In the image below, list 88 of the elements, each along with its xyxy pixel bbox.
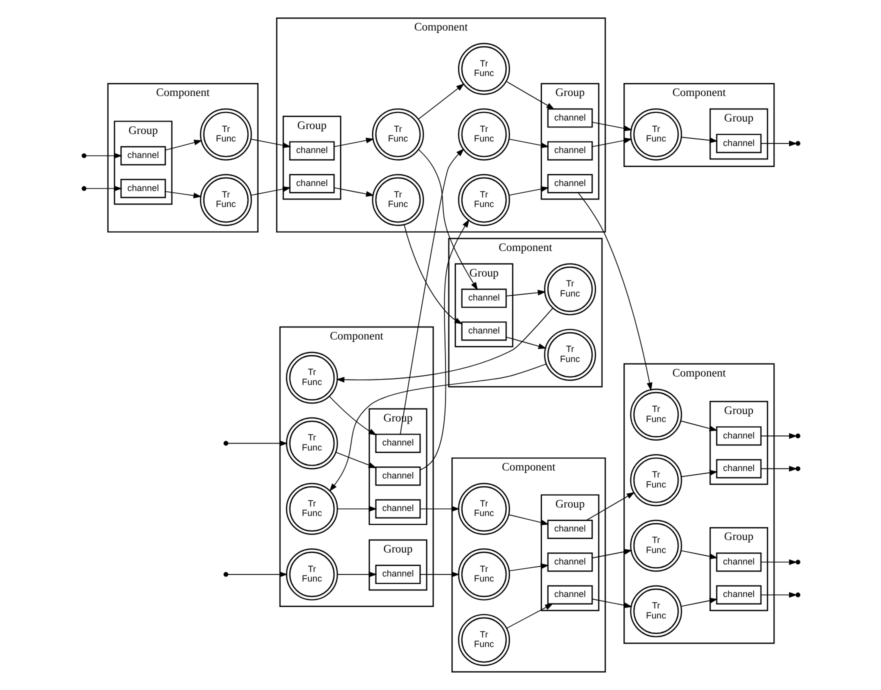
node-box: channel	[460, 288, 506, 308]
node-box: channel	[716, 426, 762, 446]
arrow	[680, 550, 718, 560]
arrow	[399, 148, 464, 435]
arrow	[164, 191, 202, 198]
node-circle: Tr Func	[285, 548, 338, 600]
node-circle: Tr Func	[371, 174, 424, 226]
arrow	[591, 122, 632, 132]
arrow	[250, 186, 291, 196]
arrow	[505, 81, 554, 110]
node-box: channel	[716, 552, 762, 572]
arrow	[506, 603, 553, 629]
node-circle: Tr Func	[458, 174, 510, 226]
arrow	[336, 572, 377, 578]
arrow	[505, 290, 546, 296]
node-circle: Tr Func	[285, 352, 338, 404]
node-box: channel	[716, 585, 762, 605]
arrow	[508, 186, 549, 196]
arrow	[334, 452, 376, 468]
node-box: channel	[120, 146, 166, 166]
arrow	[419, 219, 469, 470]
node-box: channel	[374, 466, 420, 486]
arrow	[164, 140, 202, 151]
arrow	[680, 598, 718, 607]
node-circle: Tr Func	[630, 108, 682, 160]
arrow	[333, 187, 374, 197]
arrow	[419, 506, 460, 512]
node-box: channel	[288, 174, 334, 194]
arrow	[591, 548, 632, 558]
arrow	[403, 224, 462, 324]
node-circle: Tr Func	[458, 42, 510, 95]
arrow	[760, 466, 797, 472]
arrow	[760, 592, 797, 598]
arrow	[333, 138, 374, 148]
arrow	[680, 470, 718, 478]
node-box: channel	[546, 552, 592, 572]
arrow	[585, 492, 634, 521]
node-circle: Tr Func	[458, 548, 510, 600]
node-circle: Tr Func	[199, 174, 252, 226]
arrow	[760, 433, 797, 439]
arrow	[328, 364, 546, 492]
node-circle: Tr Func	[544, 263, 596, 316]
node-circle: Tr Func	[630, 585, 682, 638]
node-box: channel	[374, 434, 420, 453]
arrow	[250, 138, 291, 148]
node-circle: Tr Func	[458, 614, 510, 666]
node-box: channel	[120, 178, 166, 198]
node-circle: Tr Func	[199, 108, 252, 160]
node-box: channel	[374, 564, 420, 584]
arrow	[84, 186, 122, 192]
arrow	[336, 506, 377, 512]
node-circle: Tr Func	[285, 417, 338, 470]
arrow	[760, 559, 797, 565]
arrow	[508, 138, 549, 148]
node-circle: Tr Func	[371, 108, 424, 160]
node-circle: Tr Func	[458, 482, 510, 535]
arrow	[508, 514, 548, 526]
node-box: channel	[374, 499, 420, 518]
node-circle: Tr Func	[630, 388, 682, 441]
node-box: channel	[716, 459, 762, 478]
arrow	[680, 136, 718, 144]
node-circle: Tr Func	[544, 328, 596, 381]
node-box: channel	[288, 141, 334, 160]
node-box: channel	[546, 585, 592, 605]
node-box: channel	[716, 134, 762, 154]
arrow	[417, 83, 464, 120]
node-box: channel	[460, 321, 506, 341]
arrow	[328, 396, 376, 436]
node-box: channel	[546, 174, 592, 194]
arrow	[680, 420, 718, 432]
arrow	[84, 152, 122, 159]
node-circle: Tr Func	[630, 454, 682, 506]
arrow	[418, 149, 478, 290]
arrow	[336, 308, 553, 383]
arrow	[505, 336, 546, 349]
arrow	[578, 192, 652, 391]
arrow	[227, 440, 288, 446]
arrow	[227, 572, 288, 578]
node-circle: Tr Func	[630, 520, 682, 572]
arrow	[419, 572, 460, 578]
node-box: channel	[546, 108, 592, 128]
node-box: channel	[546, 141, 592, 160]
arrow	[591, 138, 632, 148]
arrow	[760, 140, 797, 146]
node-box: channel	[546, 520, 592, 539]
arrow	[591, 598, 632, 608]
node-circle: Tr Func	[458, 108, 510, 160]
arrow	[508, 563, 548, 572]
